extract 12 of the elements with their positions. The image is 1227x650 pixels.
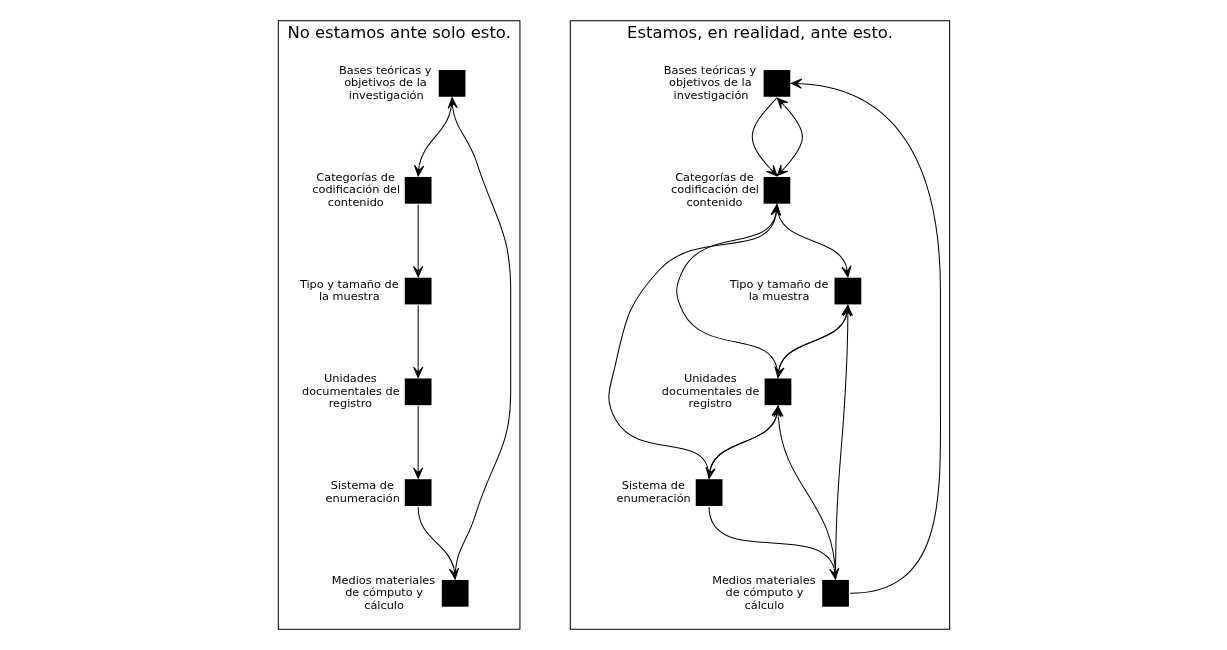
node-label: Medios materiales de cómputo y cálculo [711,573,816,612]
node-label: Unidades documentales de registro [661,372,759,411]
node-label: Medios materiales de cómputo y cálculo [331,573,435,612]
node-label: Categorías de codificación del contenido [670,170,759,209]
node-label: Bases teóricas y objetivos de la investigación [663,63,756,102]
node-label: Sistema de enumeración [616,479,691,505]
node-label: Tipo y tamaño de la muestra [729,277,828,304]
node-label: Unidades documentales de registro [301,372,400,411]
node-label: Tipo y tamaño de la muestra [299,277,399,304]
node-label: Sistema de enumeración [325,479,400,505]
node-label: Bases teóricas y objetivos de la investigación [338,63,431,102]
node-label: Categorías de codificación del contenido [311,170,400,209]
